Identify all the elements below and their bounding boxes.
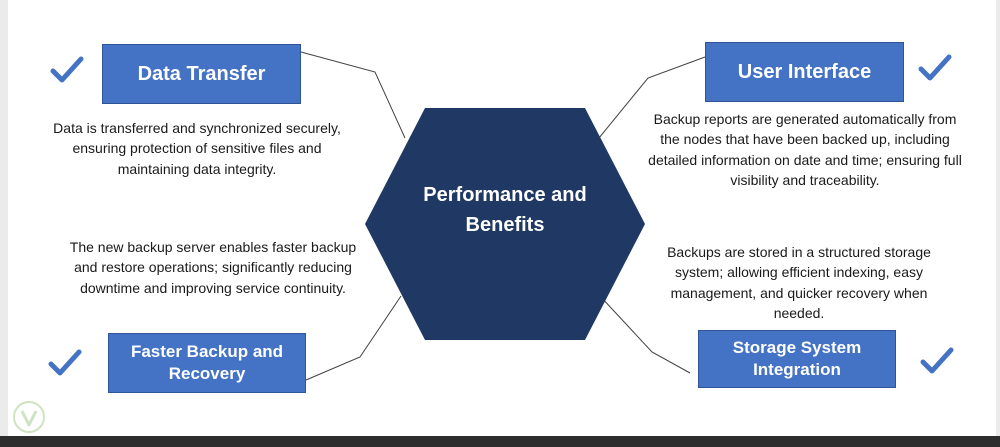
user-interface-box: User Interface: [705, 42, 904, 102]
connector-lines: [300, 51, 706, 381]
center-title: Performance and Benefits: [423, 184, 587, 236]
storage-system-box: Storage System Integration: [698, 330, 896, 388]
storage-system-title: Storage System Integration: [732, 337, 862, 379]
bottom-bar: [0, 436, 1000, 447]
check-icon: [920, 347, 954, 374]
data-transfer-title: Data Transfer: [137, 63, 266, 85]
connector-faster-backup: [305, 295, 402, 381]
check-icon: [48, 349, 82, 376]
data-transfer-description: Data is transferred and synchronized sec…: [53, 120, 341, 177]
check-icon: [918, 54, 952, 81]
check-icon: [50, 56, 84, 83]
connector-data-transfer: [300, 51, 406, 139]
faster-backup-description: The new backup server enables faster bac…: [69, 239, 357, 296]
diagram-canvas: Performance and Benefits Data Transfer D…: [8, 0, 996, 436]
faster-backup-title: Faster Backup and Recovery: [130, 341, 284, 383]
user-interface-title: User Interface: [737, 61, 872, 83]
connector-user-interface: [598, 56, 706, 139]
leaf-logo-icon: [13, 401, 45, 433]
storage-system-description: Backups are stored in a structured stora…: [667, 244, 931, 321]
data-transfer-box: Data Transfer: [102, 44, 301, 104]
connector-storage-system: [599, 295, 691, 374]
faster-backup-box: Faster Backup and Recovery: [108, 333, 306, 393]
center-hexagon: [365, 108, 645, 340]
user-interface-description: Backup reports are generated automatical…: [648, 111, 962, 188]
